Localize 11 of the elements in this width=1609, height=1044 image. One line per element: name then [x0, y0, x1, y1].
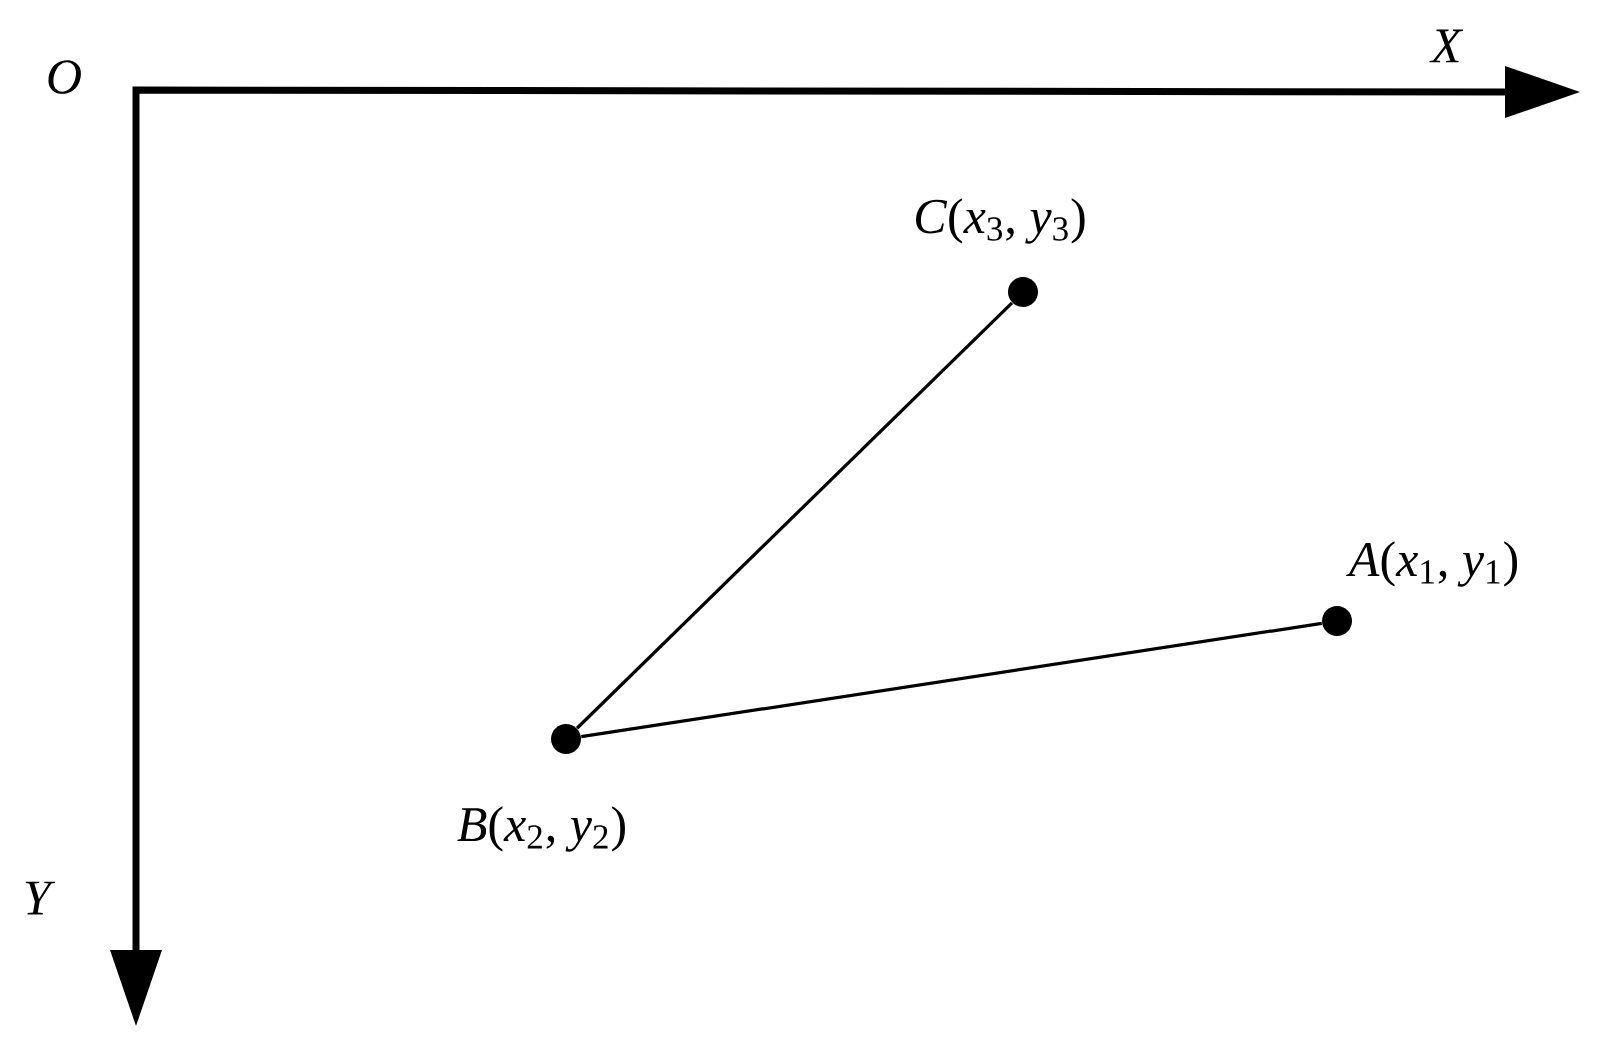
point-label: C(x$_{3}$, y$_{3}$) — [916, 198, 1085, 244]
point-dot — [551, 724, 581, 754]
point-label: B(x$_{2}$, y$_{2}$) — [457, 806, 625, 852]
axis-label: Y — [25, 881, 56, 915]
axis-label: X — [1429, 29, 1464, 63]
point-label: A(x$_{1}$, y$_{1}$) — [1346, 541, 1518, 587]
line-segment — [575, 301, 1014, 730]
point-dot — [1322, 606, 1352, 636]
point-dot — [1008, 277, 1038, 307]
axis-label: O — [48, 60, 81, 94]
line-segment — [581, 621, 1323, 739]
